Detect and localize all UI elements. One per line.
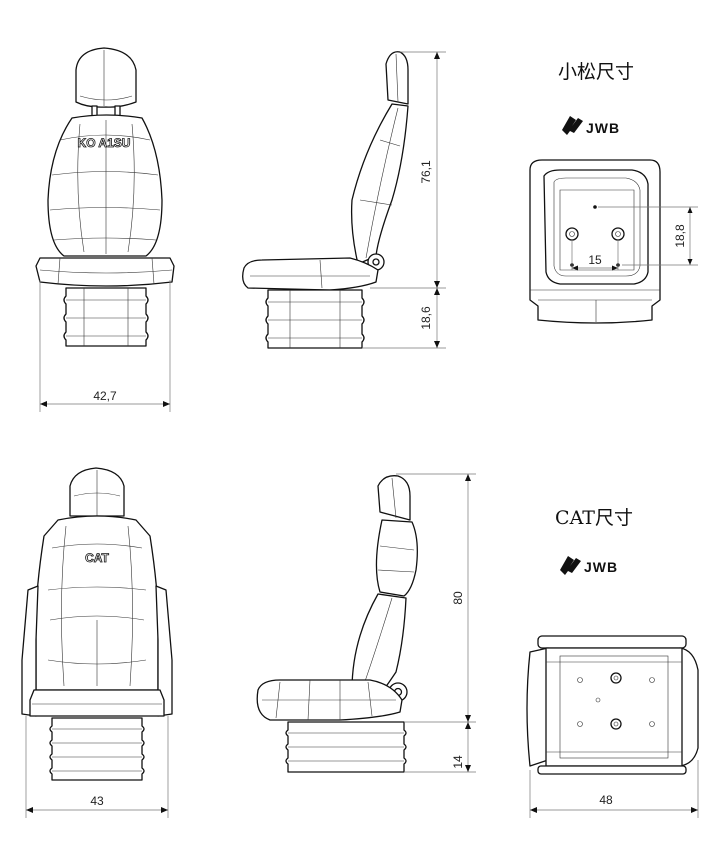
komatsu-base-height-value: 18,6	[419, 306, 433, 330]
cat-height-dimensions: 80 14	[396, 473, 476, 773]
cat-front-view: CAT	[21, 467, 173, 781]
cat-section-title: CAT尺寸	[555, 507, 633, 529]
cat-base-top-view	[526, 635, 699, 775]
komatsu-bolt-y-value: 18,8	[673, 224, 687, 248]
komatsu-bolt-x-value: 15	[588, 253, 602, 267]
jwb-logo: JWB	[562, 116, 620, 136]
komatsu-side-view	[242, 51, 409, 349]
cat-emblem: CAT	[85, 551, 109, 565]
komatsu-back-height-value: 76,1	[419, 160, 433, 184]
komatsu-height-dimensions: 76,1 18,6	[362, 51, 446, 349]
jwb-logo: JWB	[560, 556, 618, 575]
cat-width-dimension: 43	[25, 716, 169, 818]
cat-width-value: 43	[90, 794, 104, 808]
komatsu-width-value: 42,7	[93, 389, 117, 403]
cat-base-height-value: 14	[451, 755, 465, 769]
cat-back-height-value: 80	[451, 591, 465, 605]
komatsu-bolt-dimensions: 15 18,8	[571, 206, 698, 271]
cat-top-width-dimension: 48	[529, 760, 699, 818]
komatsu-section-title: 小松尺寸	[558, 61, 634, 83]
cat-side-view	[256, 475, 418, 773]
komatsu-front-view: KO A1SU	[35, 47, 175, 347]
komatsu-base-top-view	[529, 159, 661, 324]
komatsu-emblem: KO A1SU	[78, 136, 131, 150]
komatsu-width-dimension: 42,7	[39, 280, 171, 412]
cat-top-width-value: 48	[599, 793, 613, 807]
komatsu-brand-text: JWB	[586, 120, 620, 136]
cat-brand-text: JWB	[584, 559, 618, 575]
